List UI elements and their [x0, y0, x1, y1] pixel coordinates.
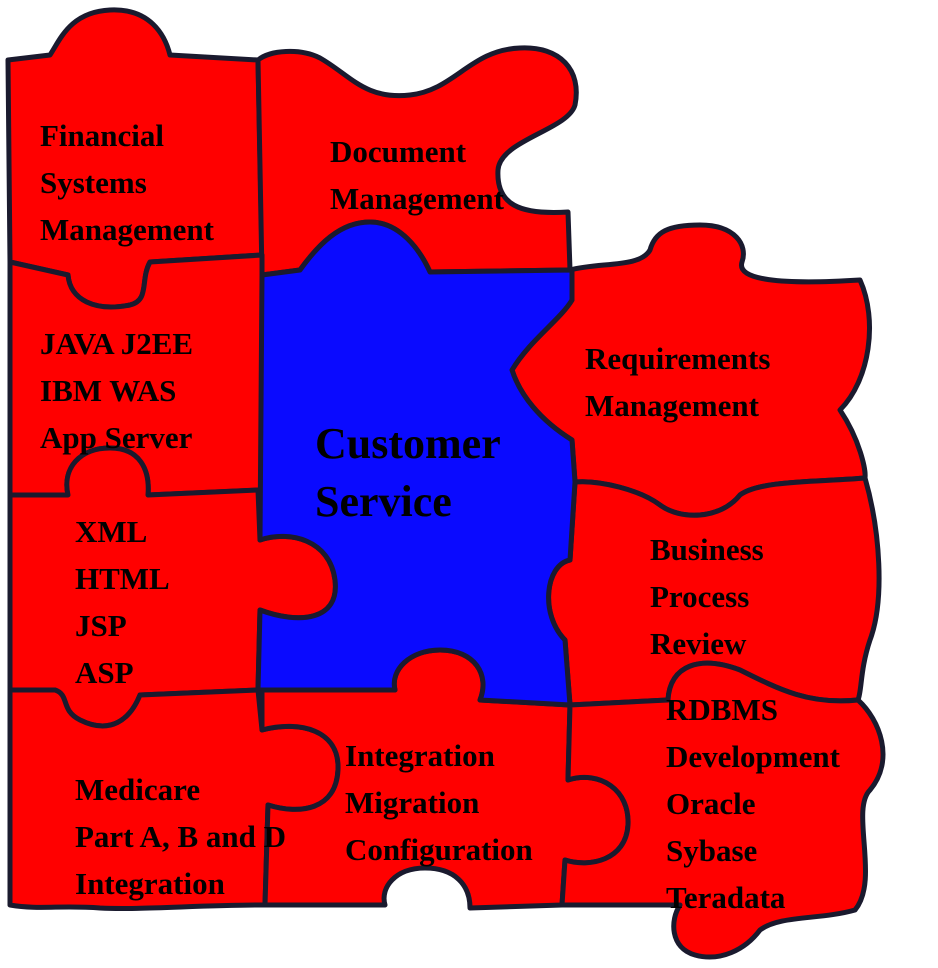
medicare-label: Medicare Part A, B and D Integration	[75, 772, 286, 901]
business-process-label: Business Process Review	[650, 532, 764, 661]
requirements-management-label: Requirements Management	[585, 341, 771, 423]
rdbms-label: RDBMS Development Oracle Sybase Teradata	[666, 692, 840, 915]
integration-migration-label: Integration Migration Configuration	[345, 738, 533, 867]
puzzle-piece-customer-service	[255, 219, 578, 708]
markup-languages-label: XML HTML JSP ASP	[75, 514, 170, 690]
puzzle-piece-rdbms	[559, 660, 886, 960]
java-j2ee-label: JAVA J2EE IBM WAS App Server	[40, 326, 194, 455]
customer-service-label: Customer Service	[315, 419, 501, 526]
financial-systems-label: Financial Systems Management	[40, 118, 214, 247]
document-management-label: Document Management	[330, 134, 504, 216]
